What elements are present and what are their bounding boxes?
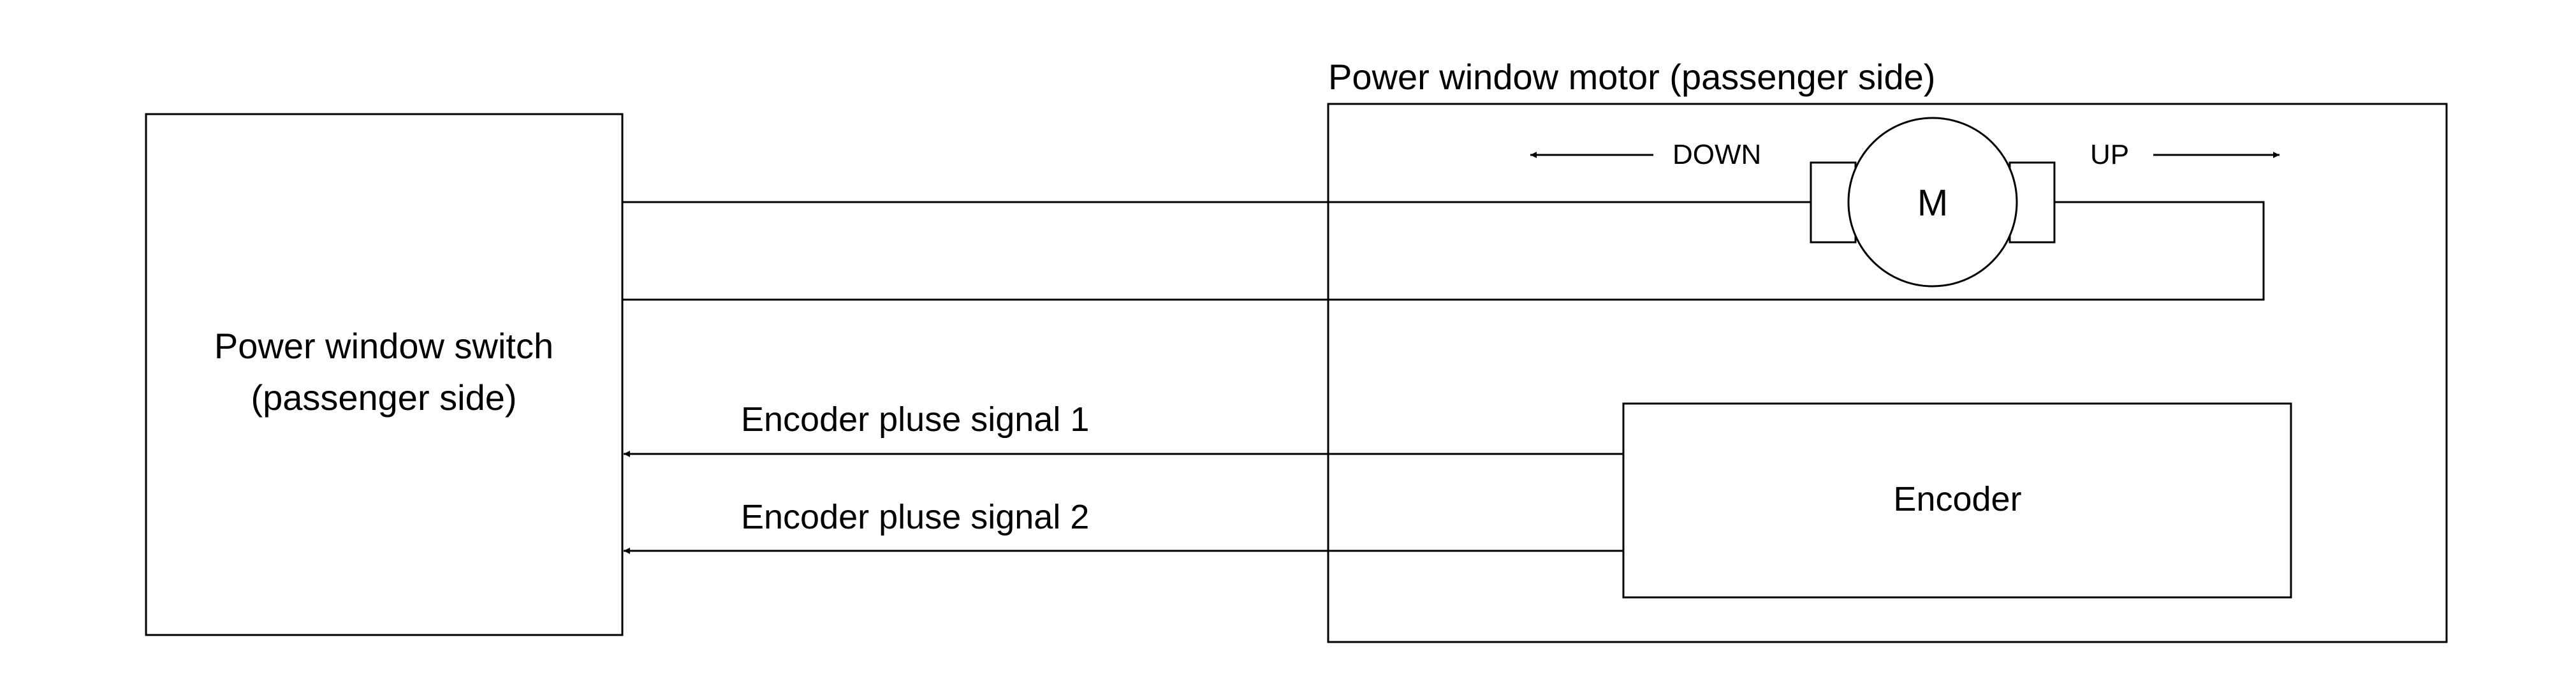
motor-symbol-label: M (1917, 182, 1948, 224)
motor-unit-box (1327, 103, 2448, 643)
signal2-label: Encoder pluse signal 2 (741, 498, 1089, 536)
encoder-box (1622, 402, 2292, 599)
signal1-label: Encoder pluse signal 1 (741, 400, 1089, 439)
up-label: UP (2090, 139, 2129, 170)
switch-label-line2: (passenger side) (251, 377, 516, 418)
motor-wire-return (622, 201, 2265, 301)
switch-box (145, 113, 624, 636)
encoder-label: Encoder (1893, 480, 2021, 518)
motor-symbol-circle (1847, 117, 2018, 288)
motor-unit-label: Power window motor (passenger side) (1328, 57, 1935, 97)
down-label: DOWN (1672, 139, 1761, 170)
switch-label-line1: Power window switch (214, 326, 553, 366)
